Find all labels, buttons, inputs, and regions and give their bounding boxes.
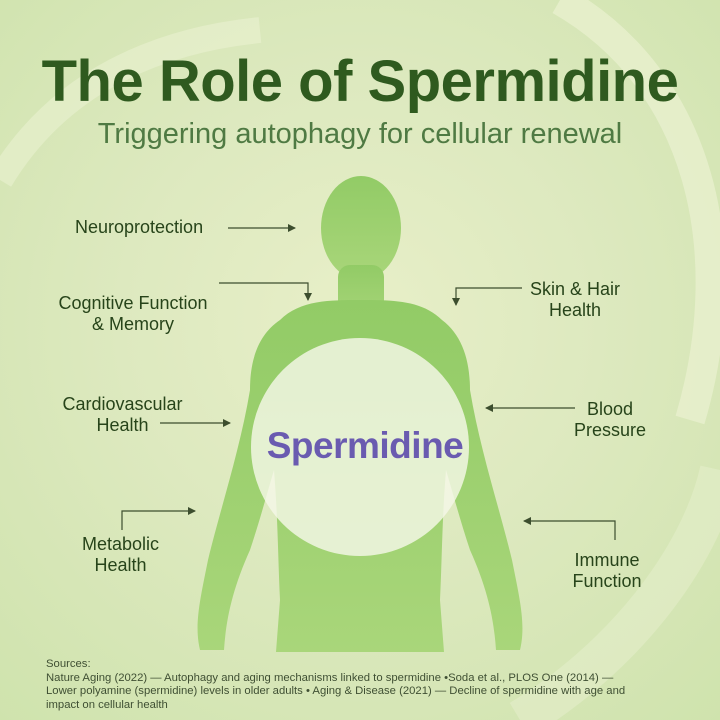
label-blood-pressure: Blood Pressure — [565, 399, 655, 441]
sources-line-1: Nature Aging (2022) — Autophagy and agin… — [46, 671, 614, 684]
sources-line-3: impact on cellular health — [46, 698, 168, 711]
label-metabolic: Metabolic Health — [68, 534, 173, 576]
label-immune-function: Immune Function — [562, 550, 652, 592]
spermidine-center-label: Spermidine — [266, 425, 464, 466]
label-cardiovascular-line2: Health — [96, 415, 149, 435]
label-immune-line1: Immune — [574, 550, 640, 570]
label-blood-pressure-line2: Pressure — [573, 420, 647, 440]
page-title: The Role of Spermidine — [41, 49, 679, 114]
label-cardiovascular: Cardiovascular Health — [50, 394, 195, 436]
label-cognitive-line2: & Memory — [91, 314, 174, 334]
label-neuroprotection: Neuroprotection — [75, 217, 203, 238]
label-skin-hair-line1: Skin & Hair — [529, 279, 621, 299]
arrow-cognitive — [219, 282, 312, 301]
sources-line-2: Lower polyamine (spermidine) levels in o… — [46, 685, 626, 697]
label-skin-hair-line2: Health — [548, 300, 602, 320]
label-cardiovascular-line1: Cardiovascular — [62, 394, 183, 414]
arrow-skin-hair — [452, 287, 522, 306]
label-metabolic-line1: Metabolic — [81, 534, 160, 554]
spermidine-circle — [251, 338, 469, 556]
label-skin-hair: Skin & Hair Health — [520, 279, 630, 321]
label-metabolic-line2: Health — [94, 555, 147, 575]
label-neuroprotection-text: Neuroprotection — [75, 217, 204, 237]
arrow-immune — [523, 517, 616, 540]
sources-heading: Sources: — [46, 658, 91, 670]
sources-block: Sources: Nature Aging (2022) — Autophagy… — [46, 658, 686, 712]
label-cognitive-line1: Cognitive Function — [58, 293, 208, 313]
label-blood-pressure-line1: Blood — [586, 399, 634, 419]
label-immune-line2: Function — [572, 571, 642, 591]
page-subtitle: Triggering autophagy for cellular renewa… — [97, 118, 623, 150]
arrow-metabolic — [121, 507, 196, 530]
label-cognitive-function: Cognitive Function & Memory — [48, 293, 218, 335]
